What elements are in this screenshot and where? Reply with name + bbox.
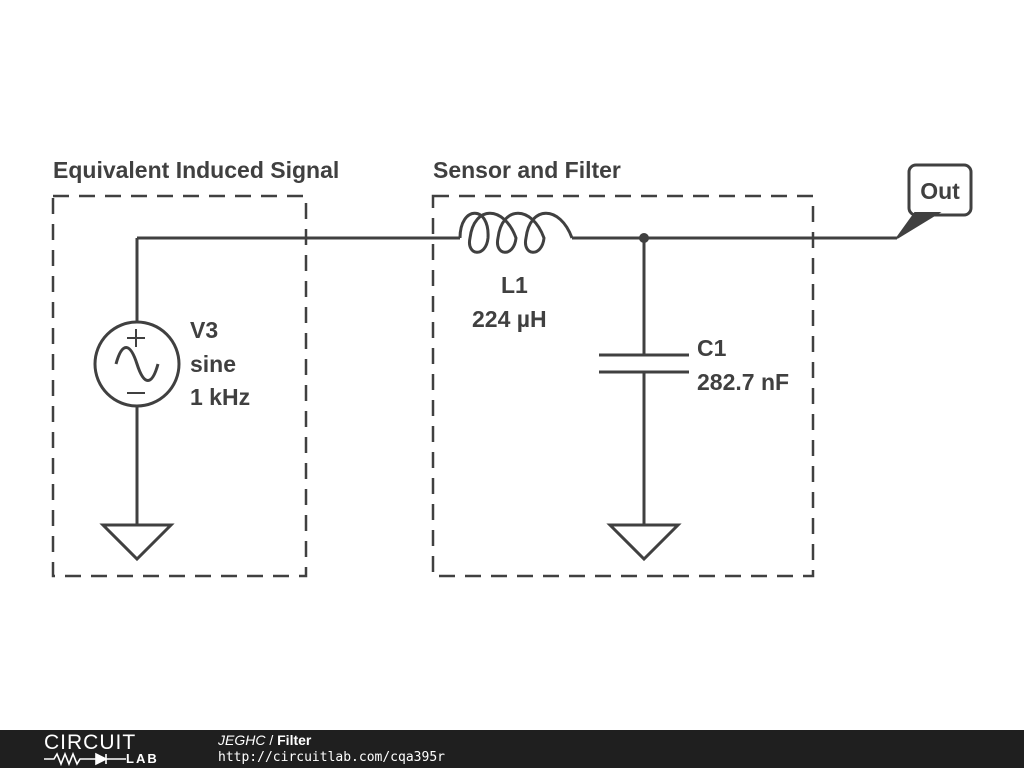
c1-value-label: 282.7 nF	[697, 369, 789, 395]
footer-info: JEGHC / Filter http://circuitlab.com/cqa…	[218, 732, 445, 766]
circuit-title[interactable]: Filter	[277, 732, 312, 748]
circuit-url-link[interactable]: http://circuitlab.com/cqa395r	[218, 750, 445, 765]
group-title-equivalent-induced-signal: Equivalent Induced Signal	[53, 157, 339, 183]
logo-text-circuit: CIRCUIT	[44, 731, 137, 754]
output-label-text: Out	[920, 178, 960, 204]
resistor-diode-logo-icon	[44, 752, 126, 766]
circuitlab-logo[interactable]: CIRCUIT LAB	[44, 732, 184, 766]
v3-type-label: sine	[190, 351, 236, 377]
logo-text-lab: LAB	[126, 751, 159, 766]
l1-value-label: 224 µH	[472, 306, 547, 332]
ground-symbol-source	[99, 523, 175, 562]
schematic-canvas: Equivalent Induced Signal Sensor and Fil…	[51, 157, 973, 578]
group-box-equivalent-induced-signal	[51, 194, 308, 578]
l1-name-label: L1	[501, 272, 528, 298]
ground-symbol-capacitor	[606, 523, 682, 562]
sine-wave-icon	[114, 346, 160, 382]
schematic-svg: Equivalent Induced Signal Sensor and Fil…	[51, 157, 973, 578]
footer-bar: CIRCUIT LAB JEGHC / Filter http://circui…	[0, 730, 1024, 768]
title-separator: /	[265, 732, 278, 748]
footer-title-line: JEGHC / Filter	[218, 732, 445, 749]
voltage-source-v3-circle	[93, 320, 181, 408]
junction-dot	[639, 233, 649, 243]
inductor-l1-symbol	[458, 211, 574, 254]
v3-value-label: 1 kHz	[190, 384, 250, 410]
v3-name-label: V3	[190, 317, 218, 343]
author-link[interactable]: JEGHC	[218, 732, 266, 748]
group-box-sensor-and-filter	[431, 194, 815, 578]
c1-name-label: C1	[697, 335, 727, 361]
output-label-pointer	[896, 212, 942, 239]
output-label-box	[907, 163, 973, 217]
group-title-sensor-and-filter: Sensor and Filter	[433, 157, 621, 183]
